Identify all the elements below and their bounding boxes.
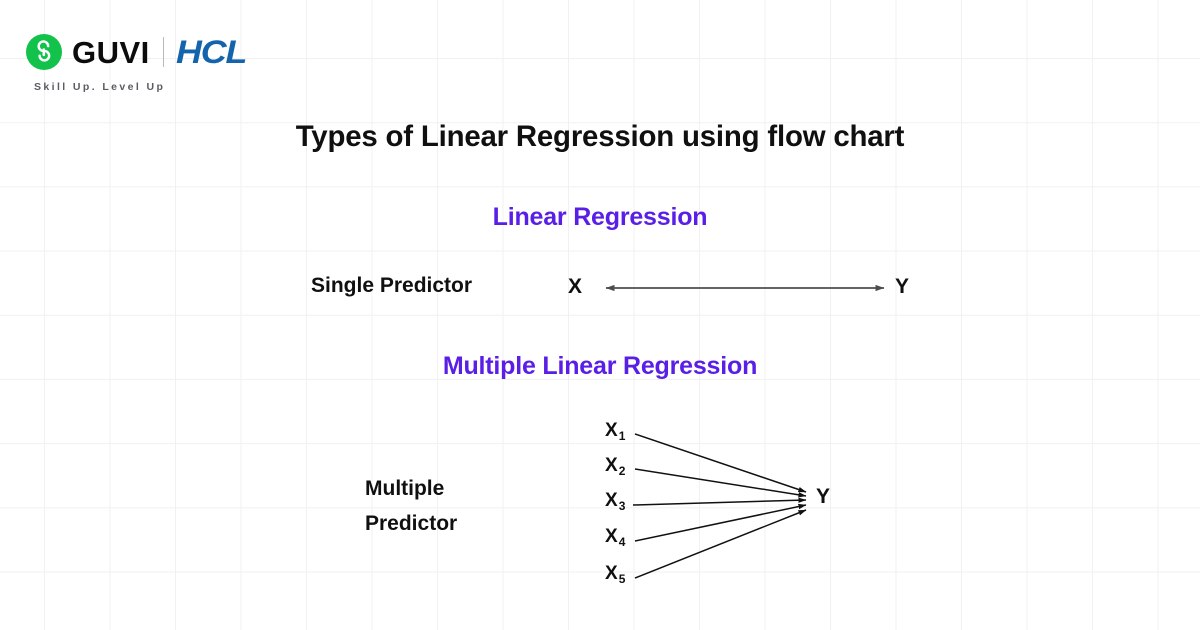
node-x5: X5	[605, 563, 626, 586]
node-x5-base: X	[605, 563, 618, 584]
node-x3: X3	[605, 490, 626, 513]
node-x3-base: X	[605, 490, 618, 511]
edge-x1-to-y	[634, 433, 807, 493]
section-title-multiple-linear-regression: Multiple Linear Regression	[442, 352, 758, 380]
edge-x5-to-y	[634, 509, 807, 579]
node-y-single: Y	[895, 275, 910, 298]
hcl-wordmark: HCL	[175, 34, 247, 70]
node-x-single: X	[568, 275, 583, 298]
guvi-g-logo-icon	[26, 34, 62, 70]
node-x2-subscript: 2	[618, 464, 626, 478]
node-x5-subscript: 5	[618, 572, 626, 586]
edge-x3-to-y	[632, 497, 807, 506]
edge-x2-to-y	[634, 468, 807, 498]
single-predictor-label: Single Predictor	[311, 274, 473, 297]
multiple-predictor-label: Multiple Predictor	[365, 471, 457, 541]
brand-logo-block: GUVI HCL Skill Up. Level Up	[26, 30, 346, 93]
logo-divider	[162, 37, 164, 67]
guvi-wordmark: GUVI	[72, 34, 150, 70]
node-y-multi: Y	[816, 485, 831, 508]
multiple-predictor-label-line1: Multiple	[365, 477, 445, 500]
node-x2: X2	[605, 455, 626, 478]
section-title-linear-regression: Linear Regression	[492, 203, 708, 231]
node-x1-subscript: 1	[618, 429, 626, 443]
node-x3-subscript: 3	[618, 499, 626, 513]
node-x1: X1	[605, 420, 626, 443]
page-title: Types of Linear Regression using flow ch…	[295, 120, 905, 153]
edge-x4-to-y	[634, 503, 807, 542]
node-x2-base: X	[605, 455, 618, 476]
node-x4-subscript: 4	[618, 535, 626, 549]
multiple-predictor-label-line2: Predictor	[365, 512, 458, 535]
brand-tagline: Skill Up. Level Up	[34, 81, 166, 93]
logo-row: GUVI HCL	[26, 30, 346, 74]
node-x1-base: X	[605, 420, 618, 441]
node-x4: X4	[605, 526, 626, 549]
node-x4-base: X	[605, 526, 618, 547]
